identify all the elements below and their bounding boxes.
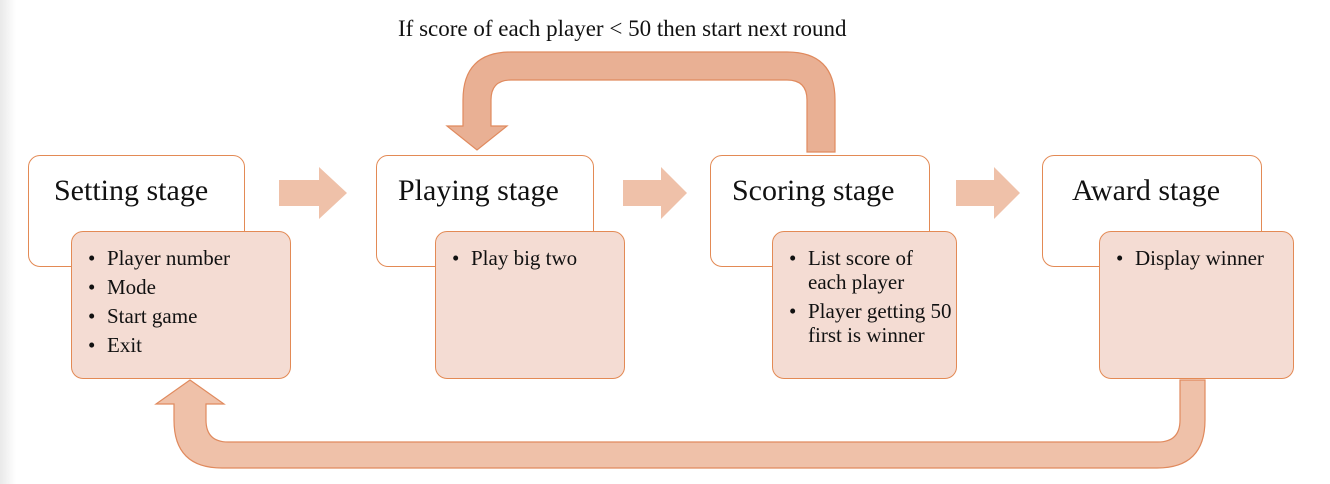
stage-scoring-details: List score of each player Player getting…	[772, 231, 957, 379]
stage-title: Setting stage	[54, 174, 209, 207]
list-item: Play big two	[448, 246, 618, 270]
page-edge-shadow	[0, 0, 16, 484]
stage-playing-details: Play big two	[435, 231, 625, 379]
list-item: Start game	[84, 304, 284, 328]
stage-playing: Playing stage	[376, 155, 594, 267]
stage-title: Award stage	[1072, 174, 1221, 207]
flow-arrow	[956, 167, 1020, 219]
list-item: Exit	[84, 333, 284, 357]
list-item: List score of each player	[785, 246, 952, 294]
loop-arrow-restart	[154, 379, 1206, 469]
list-item: Mode	[84, 275, 284, 299]
stage-title: Scoring stage	[732, 174, 895, 207]
loop-arrow-next-round	[445, 51, 836, 153]
stage-setting-details: Player number Mode Start game Exit	[71, 231, 291, 379]
flow-arrow	[623, 167, 687, 219]
list-item: Player number	[84, 246, 284, 270]
loop-condition-label: If score of each player < 50 then start …	[398, 16, 847, 41]
stage-award-details: Display winner	[1099, 231, 1294, 379]
list-item: Display winner	[1112, 246, 1287, 270]
flow-arrow	[279, 167, 347, 219]
list-item: Player getting 50 first is winner	[785, 299, 952, 347]
stage-title: Playing stage	[398, 174, 559, 207]
